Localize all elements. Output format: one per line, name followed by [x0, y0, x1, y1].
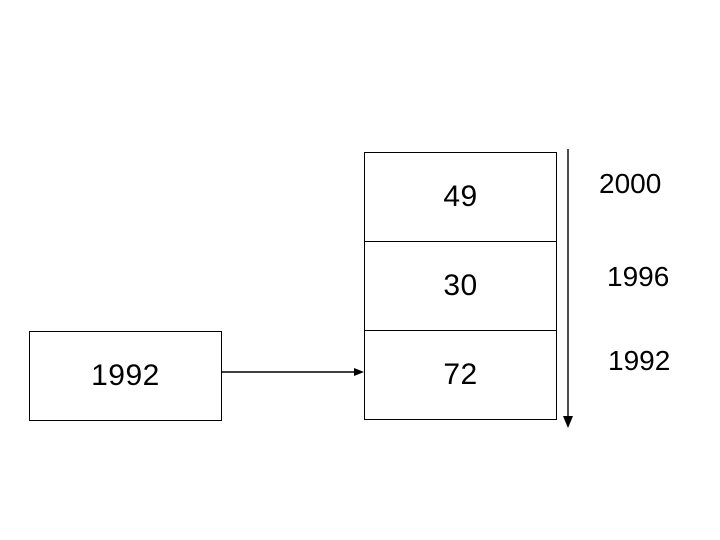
stack-cell[interactable]: 72 [365, 330, 556, 419]
connector-arrow [220, 358, 368, 386]
source-box-label: 1992 [91, 359, 160, 392]
stack-cell-value: 30 [443, 269, 478, 302]
timeline-year-label: 1996 [607, 261, 670, 292]
source-box[interactable]: 1992 [29, 331, 222, 421]
stack-cell[interactable]: 30 [365, 241, 556, 330]
timeline-year-label: 2000 [599, 168, 662, 199]
value-stack: 49 30 72 [364, 152, 557, 420]
arrow-right-icon [222, 368, 364, 376]
stack-cell-value: 49 [443, 180, 478, 213]
timeline-arrow [556, 146, 582, 436]
stack-cell-value: 72 [443, 358, 478, 391]
arrow-down-icon [563, 149, 573, 428]
timeline-year-label: 1992 [608, 345, 671, 376]
stack-cell[interactable]: 49 [365, 153, 556, 241]
